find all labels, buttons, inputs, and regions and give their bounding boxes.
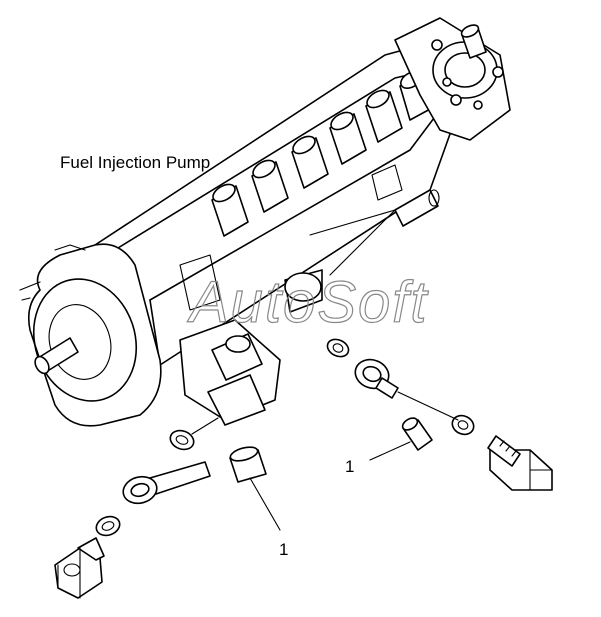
- banjo-bolt-right: [487, 435, 553, 491]
- banjo-bolt-left: [54, 537, 105, 599]
- sealing-washer-right: [451, 414, 475, 436]
- leader-line-left: [191, 417, 219, 435]
- sealing-washer-left-upper: [169, 429, 195, 451]
- callout-lower-label: 1: [279, 540, 288, 559]
- sealing-washer-left-lower: [95, 515, 121, 537]
- callout-upper-leader: [369, 441, 411, 461]
- leader-line-right: [397, 391, 459, 421]
- sleeve-lower: [229, 446, 267, 483]
- sealing-washer-upper: [326, 338, 350, 358]
- banjo-fitting-left: [122, 461, 211, 505]
- delivery-valve-holders: [211, 71, 433, 237]
- fuel-injection-pump: [19, 17, 511, 427]
- callout-lower-leader: [249, 477, 281, 531]
- sleeve-upper: [401, 417, 433, 451]
- pump-label: Fuel Injection Pump: [60, 153, 210, 172]
- governor-housing: [394, 17, 511, 141]
- autosoft-watermark: AutoSoft: [187, 270, 429, 335]
- inlet-fitting-block: [179, 269, 323, 426]
- callout-upper-label: 1: [345, 457, 354, 476]
- banjo-fitting-right: [354, 358, 399, 399]
